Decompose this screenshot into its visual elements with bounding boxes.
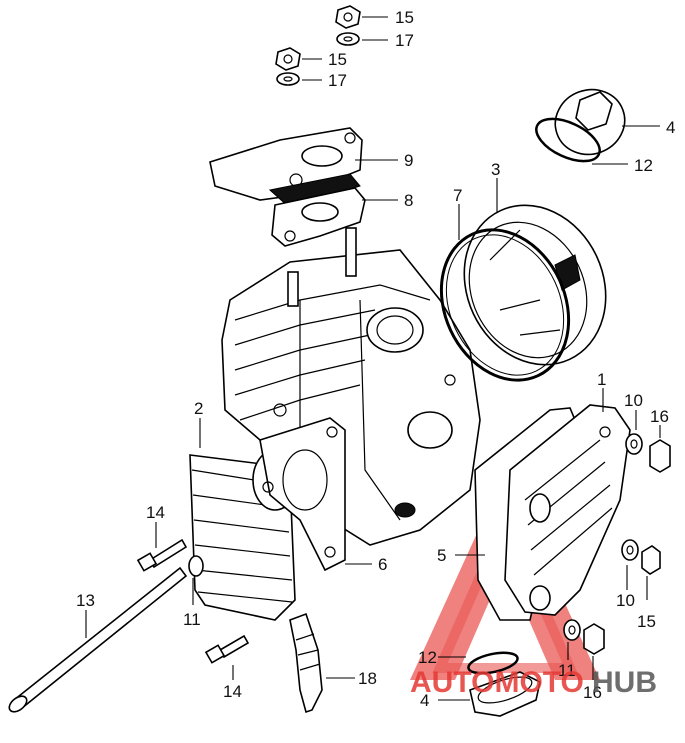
callout-11-left: 11 [183, 610, 201, 629]
callout-3: 3 [491, 160, 500, 179]
nut-washer-top [275, 5, 361, 86]
spark-plug [289, 612, 323, 714]
watermark-text-right: HUB [592, 666, 657, 699]
callout-16-lower: 16 [583, 683, 602, 702]
cover-gasket [271, 187, 366, 247]
cylinder-head [221, 227, 481, 546]
callout-4-bottom: 4 [420, 691, 429, 710]
callout-11-right: 11 [558, 661, 576, 680]
watermark-text-left: AUTOMOTO [410, 666, 584, 699]
callout-18: 18 [358, 669, 377, 688]
leader-lines [85, 16, 661, 701]
callout-15-top: 15 [395, 8, 414, 27]
cylinder-gasket [259, 417, 346, 572]
callout-13: 13 [76, 591, 95, 610]
callout-12-top: 12 [634, 156, 653, 175]
callout-17-second: 17 [328, 71, 347, 90]
plug-cap-top [535, 88, 626, 163]
callout-14-upper: 14 [146, 503, 165, 522]
callout-9: 9 [404, 151, 413, 170]
callout-10-lower: 10 [616, 591, 635, 610]
callout-labels: 15 17 15 17 4 12 9 8 3 7 1 10 16 2 14 5 … [76, 8, 675, 710]
callout-16-upper: 16 [650, 407, 669, 426]
callout-15-lower: 15 [637, 612, 656, 631]
callout-7: 7 [453, 186, 462, 205]
callout-6: 6 [378, 555, 387, 574]
bolts [136, 538, 250, 664]
callout-12-bottom: 12 [418, 648, 437, 667]
plug-cap-bottom [467, 651, 541, 717]
callout-1: 1 [597, 370, 606, 389]
callout-4-top: 4 [666, 118, 675, 137]
watermark-text: AUTOMOTO HUB [410, 666, 657, 699]
callout-15-second: 15 [328, 50, 347, 69]
long-stud [8, 566, 188, 713]
callout-17-top: 17 [395, 31, 414, 50]
side-cover [504, 404, 631, 616]
cover-plate [209, 127, 363, 209]
callout-2: 2 [194, 399, 203, 418]
callout-14-lower: 14 [223, 682, 242, 701]
callout-10-upper: 10 [624, 391, 643, 410]
washers-nuts-right [563, 433, 671, 655]
callout-8: 8 [404, 191, 413, 210]
o-ring-large [439, 228, 571, 382]
callout-5: 5 [437, 546, 446, 565]
